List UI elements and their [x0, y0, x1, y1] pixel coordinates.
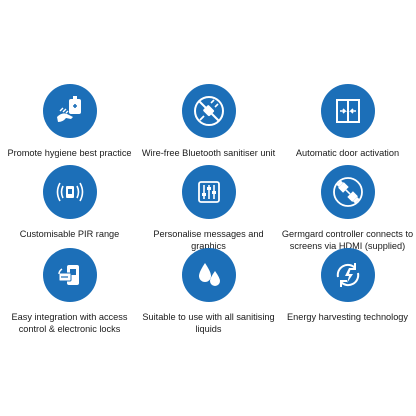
energy-cycle-icon: [320, 248, 375, 302]
feature-label: Wire-free Bluetooth sanitiser unit: [141, 148, 276, 158]
feature-label: Promote hygiene best practice: [7, 148, 132, 158]
liquid-drops-icon: [181, 248, 236, 302]
feature-label: Germgard controller connects to screens …: [281, 229, 414, 251]
feature-label: Suitable to use with all sanitising liqu…: [142, 312, 275, 334]
sliders-icon: [181, 165, 236, 219]
sliding-door-icon: [320, 84, 375, 138]
feature-label: Automatic door activation: [295, 148, 400, 158]
no-plug-icon: [181, 84, 236, 138]
access-card-icon: [42, 248, 97, 302]
sensor-waves-icon: [42, 165, 97, 219]
feature-label: Customisable PIR range: [19, 229, 120, 239]
feature-label: Personalise messages and graphics: [153, 229, 264, 251]
hdmi-cable-icon: [320, 165, 375, 219]
feature-label: Easy integration with access control & e…: [11, 312, 128, 334]
hand-sanitiser-icon: [42, 84, 97, 138]
feature-label: Energy harvesting technology: [286, 312, 409, 322]
